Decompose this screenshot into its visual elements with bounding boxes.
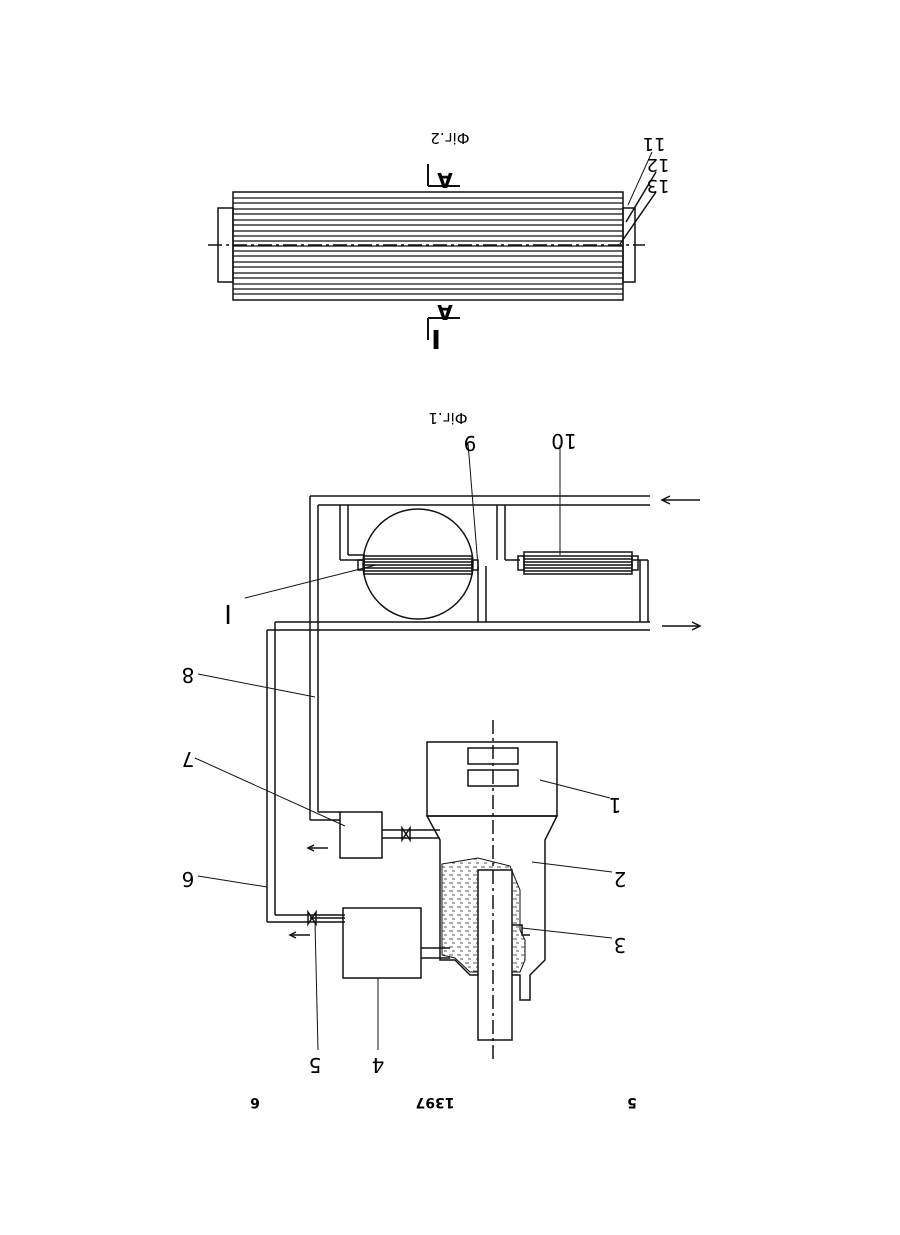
fig2-heat-exchanger-cross-section	[208, 152, 656, 340]
separator-7	[340, 812, 382, 858]
central-shaft	[478, 870, 512, 1040]
fig1-caption: Фіг.1	[428, 409, 467, 427]
callout-4: 4	[372, 1053, 385, 1077]
flow-arrow-5	[290, 932, 310, 938]
footer-page-right: 5	[627, 1094, 637, 1110]
flow-arrow-inlet	[662, 496, 700, 504]
apparatus-1	[427, 742, 557, 816]
callout-5: 5	[309, 1053, 322, 1077]
callout-10: 10	[551, 429, 576, 453]
callout-12: 12	[647, 154, 670, 175]
pipe-8	[310, 496, 340, 820]
callout-3: 3	[614, 933, 627, 957]
bottom-pipe	[267, 622, 650, 630]
callout-1: 1	[609, 793, 622, 817]
fig2-caption: Фіг.2	[430, 129, 469, 147]
callout-2: 2	[614, 867, 627, 891]
heat-exchanger-10	[518, 552, 638, 574]
callout-8: 8	[182, 663, 195, 687]
footer-patent-number: 1397	[416, 1094, 455, 1110]
fig1-system-schematic	[195, 443, 700, 1060]
section-letter-top: A	[437, 168, 453, 192]
callout-9: 9	[464, 431, 477, 455]
callout-11: 11	[643, 133, 666, 154]
flow-arrow-7	[308, 845, 328, 851]
detail-circle-I	[363, 509, 473, 619]
fig2-tube-bundle	[233, 198, 623, 294]
callout-I: I	[224, 598, 232, 628]
callout-13: 13	[647, 175, 670, 196]
top-pipe	[318, 496, 650, 505]
vessel-4	[343, 908, 421, 978]
flow-arrow-outlet	[662, 622, 700, 630]
callout-7: 7	[182, 747, 195, 771]
section-letter-bottom: A	[437, 300, 453, 324]
fig1-upside-down-labels: Фіг.1 10 9 I 8 7 6 1 2 3 5 4 6 1397 5	[182, 409, 637, 1110]
leader-lines	[195, 443, 612, 1050]
pipe-6	[267, 622, 345, 922]
footer-page-left: 6	[250, 1094, 260, 1110]
callout-6: 6	[182, 867, 195, 891]
section-roman-mark: I	[431, 323, 441, 353]
